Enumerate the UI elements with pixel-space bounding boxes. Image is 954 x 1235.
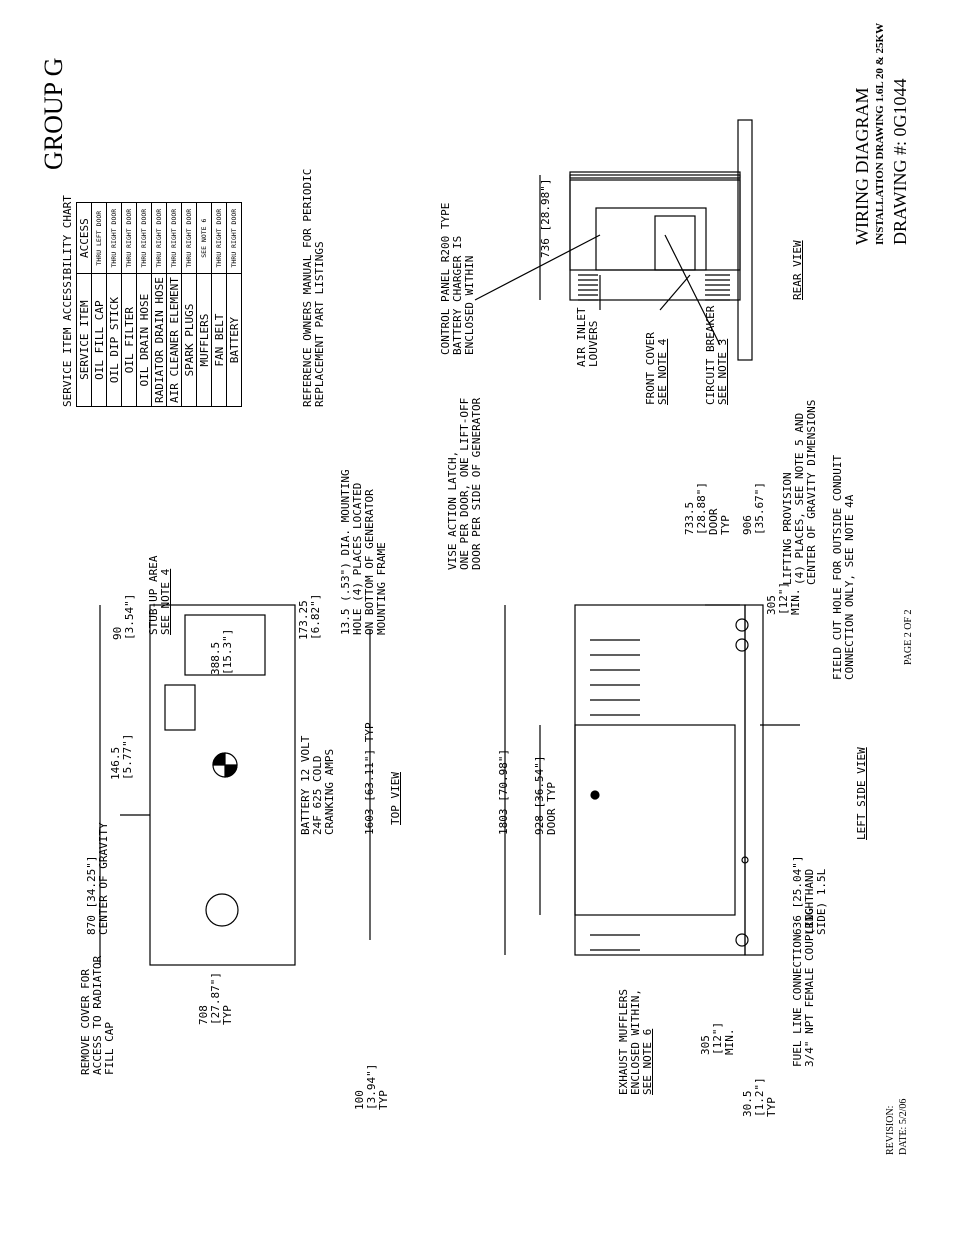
- control-panel-leader: [474, 234, 601, 301]
- top-dim-708-3: TYP: [221, 1005, 234, 1025]
- battery-outline: [164, 684, 196, 731]
- side-lifting-hole-right-2: [735, 638, 749, 652]
- control-panel-line3: ENCLOSED WITHIN: [463, 255, 476, 355]
- vise-line3: DOOR PER SIDE OF GENERATOR: [470, 397, 483, 570]
- exhaust-line3: SEE NOTE 6: [641, 1028, 654, 1095]
- cog-fill-1: [212, 752, 226, 766]
- rear-view-louvers-left: [578, 274, 598, 301]
- side-view-title: LEFT SIDE VIEW: [855, 747, 868, 840]
- side-dim-30-3: TYP: [765, 1097, 778, 1117]
- air-inlet-line2: LOUVERS: [587, 320, 600, 367]
- cg-line2: CENTER OF GRAVITY: [97, 822, 110, 935]
- front-cover-line2: SEE NOTE 4: [656, 338, 669, 405]
- side-lifting-hole-right: [735, 618, 749, 632]
- top-view-title: TOP VIEW: [389, 772, 402, 825]
- top-dim-90-2: [3.54"]: [123, 593, 136, 640]
- top-view-body: [149, 604, 296, 966]
- fuel-line-fitting: [741, 856, 749, 864]
- mount-line4: MOUNTING FRAME: [375, 542, 388, 635]
- side-view-base: [744, 604, 764, 956]
- battery-line3: CRANKING AMPS: [323, 748, 336, 835]
- cog-fill-2: [224, 764, 238, 778]
- side-dim-1803: 1803 [70.98"]: [497, 748, 510, 835]
- drawing-number: DRAWING #: 0G1044: [890, 78, 910, 245]
- side-dim-928-2: DOOR TYP: [545, 782, 558, 835]
- revision-date: DATE: 5/2/06: [898, 1098, 909, 1155]
- stub-line2: SEE NOTE 4: [159, 568, 172, 635]
- installation-drawing: INSTALLATION DRAWING 1.6L 20 & 25KW: [874, 22, 886, 245]
- top-dim-388-2: [15.3"]: [221, 628, 234, 675]
- circuit-breaker-line2: SEE NOTE 3: [716, 338, 729, 405]
- side-dim-305l-3: MIN.: [723, 1028, 736, 1056]
- rear-view-louvers-right: [705, 274, 730, 301]
- side-lifting-hole-left: [735, 933, 749, 947]
- top-dim-1603: 1603 [63.11"] TYP: [363, 722, 376, 835]
- wiring-diagram-title: WIRING DIAGRAM: [852, 87, 872, 245]
- side-dim-636-3: SIDE) 1.5L: [815, 868, 828, 935]
- page-number: PAGE 2 OF 2: [903, 609, 914, 665]
- rear-view-title: REAR VIEW: [791, 240, 804, 300]
- radiator-fill-cap: [205, 893, 239, 927]
- side-view-body: [574, 604, 746, 956]
- side-dim-733-4: TYP: [719, 515, 732, 535]
- side-dim-906-2: [35.67"]: [753, 482, 766, 535]
- circuit-breaker-leader: [664, 234, 721, 346]
- front-cover-leader: [659, 274, 691, 311]
- rear-view-outline: [569, 174, 741, 301]
- rear-view-panel: [595, 207, 707, 271]
- rear-view-base: [737, 119, 753, 361]
- side-view-louvers: [590, 639, 640, 951]
- top-dim-100-3: TYP: [377, 1090, 390, 1110]
- field-line2: CONNECTION ONLY, SEE NOTE 4A: [843, 494, 856, 680]
- top-dim-146-2: [5.77"]: [121, 733, 134, 780]
- side-view-door: [574, 724, 736, 916]
- rear-view-breaker-cover: [654, 215, 696, 271]
- vise-latch: [590, 790, 600, 800]
- rear-dim-736: 736 [28.98"]: [539, 178, 552, 258]
- revision-label: REVISION:: [885, 1105, 896, 1155]
- stub-up-area: [184, 614, 266, 676]
- top-dim-173-2: [6.82"]: [309, 593, 322, 640]
- lift-line3: CENTER OF GRAVITY DIMENSIONS: [805, 399, 818, 585]
- side-dim-305r-3: MIN.: [789, 588, 802, 616]
- remove-line3: FILL CAP: [103, 1022, 116, 1075]
